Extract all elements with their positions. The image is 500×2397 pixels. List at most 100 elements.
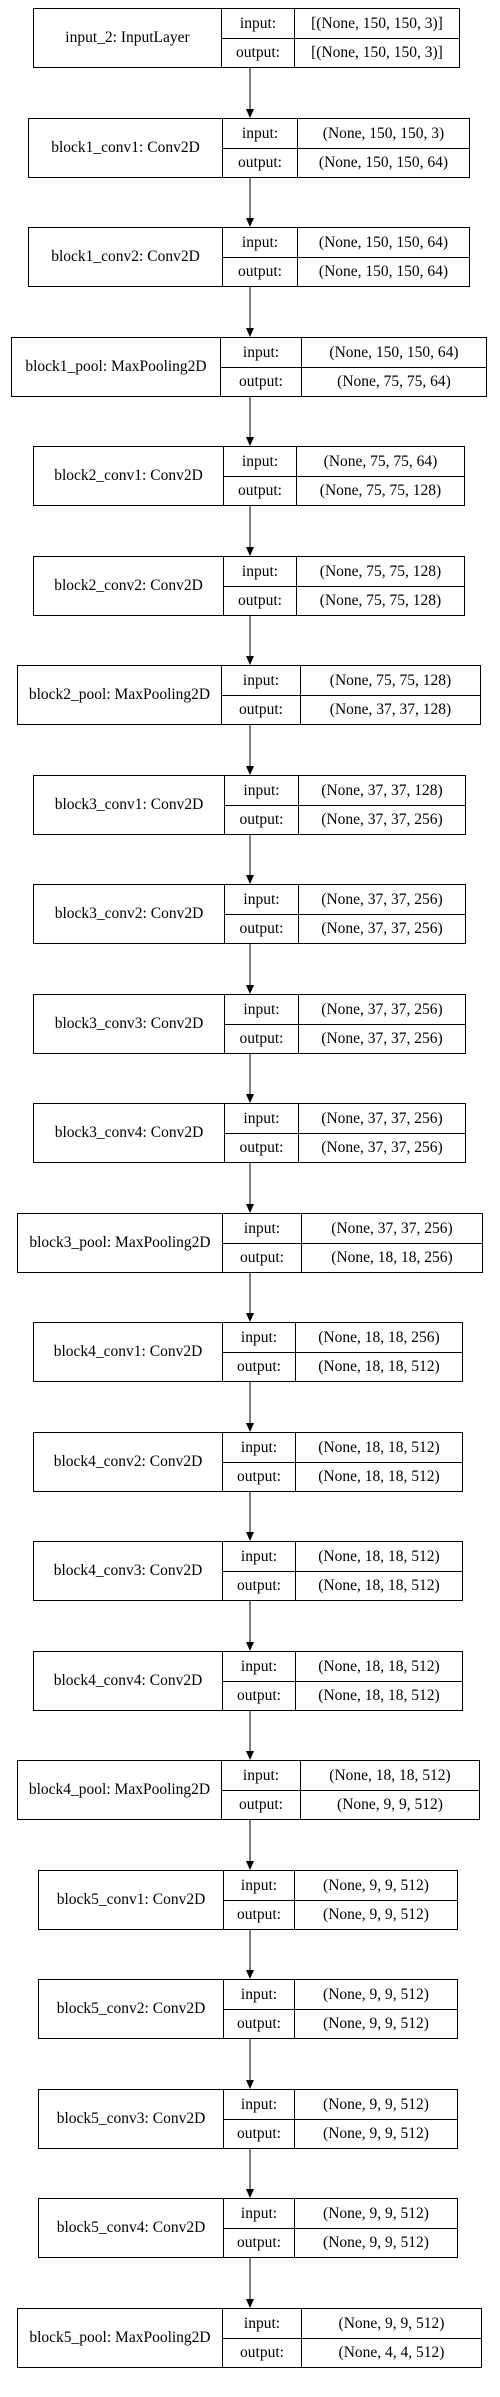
arrow-head-icon bbox=[246, 1423, 254, 1432]
arrow-head-icon bbox=[246, 2299, 254, 2308]
io-values: (None, 37, 37, 256)(None, 37, 37, 256) bbox=[299, 885, 465, 943]
output-shape: (None, 18, 18, 512) bbox=[318, 1687, 440, 1704]
input-shape: [(None, 150, 150, 3)] bbox=[295, 9, 459, 39]
output-label: output: bbox=[238, 154, 282, 171]
io-values: (None, 37, 37, 128)(None, 37, 37, 256) bbox=[299, 776, 465, 834]
layer-name: block3_conv3: Conv2D bbox=[34, 995, 225, 1053]
output-label: output: bbox=[238, 482, 282, 499]
layer-name: block2_conv1: Conv2D bbox=[34, 447, 224, 505]
io-values: (None, 75, 75, 128)(None, 75, 75, 128) bbox=[297, 557, 464, 615]
input-label: input: bbox=[224, 447, 296, 477]
io-values: (None, 9, 9, 512)(None, 9, 9, 512) bbox=[295, 1871, 457, 1929]
layer-name: block4_pool: MaxPooling2D bbox=[18, 1761, 222, 1819]
output-shape: (None, 18, 18, 512) bbox=[318, 1358, 440, 1375]
output-shape: (None, 75, 75, 64) bbox=[337, 373, 451, 390]
input-shape: (None, 18, 18, 512) bbox=[301, 1761, 479, 1791]
layer-name: block3_pool: MaxPooling2D bbox=[18, 1214, 223, 1272]
io-labels: input:output: bbox=[224, 1980, 295, 2038]
io-values: (None, 75, 75, 128)(None, 37, 37, 128) bbox=[301, 666, 480, 724]
input-shape: (None, 9, 9, 512) bbox=[295, 2199, 457, 2229]
layer-name: block4_conv1: Conv2D bbox=[34, 1323, 223, 1381]
input-shape: (None, 18, 18, 512) bbox=[296, 1433, 462, 1463]
io-values: [(None, 150, 150, 3)] [(None, 150, 150, 3… bbox=[295, 9, 459, 67]
layer-name: block1_conv1: Conv2D bbox=[29, 119, 223, 177]
output-shape: (None, 4, 4, 512) bbox=[338, 2344, 445, 2361]
output-shape: (None, 75, 75, 128) bbox=[319, 592, 442, 609]
input-shape: (None, 37, 37, 256) bbox=[299, 995, 465, 1025]
output-shape: (None, 37, 37, 256) bbox=[321, 920, 443, 937]
output-label: output: bbox=[237, 1468, 281, 1485]
output-shape: (None, 18, 18, 512) bbox=[318, 1577, 440, 1594]
arrow-head-icon bbox=[246, 1204, 254, 1213]
output-shape: (None, 18, 18, 256) bbox=[331, 1249, 453, 1266]
output-shape: (None, 37, 37, 256) bbox=[321, 1030, 443, 1047]
output-shape: (None, 9, 9, 512) bbox=[323, 2015, 429, 2032]
input-label: input: bbox=[223, 2309, 301, 2339]
layer-name: block4_conv3: Conv2D bbox=[34, 1542, 223, 1600]
output-label: output: bbox=[237, 1577, 281, 1594]
input-label: input: bbox=[222, 666, 300, 696]
input-label: input: bbox=[223, 1652, 295, 1682]
arrow-head-icon bbox=[246, 2080, 254, 2089]
arrow-head-icon bbox=[246, 1642, 254, 1651]
input-label: input: bbox=[224, 2199, 294, 2229]
arrow-head-icon bbox=[246, 2189, 254, 2198]
output-label: output: bbox=[239, 1139, 284, 1156]
input-shape: (None, 150, 150, 3) bbox=[298, 119, 469, 149]
input-shape: (None, 18, 18, 512) bbox=[296, 1652, 462, 1682]
input-label: input: bbox=[223, 1433, 295, 1463]
input-label: input: bbox=[223, 228, 297, 258]
output-label: output: bbox=[237, 2125, 281, 2142]
input-label: input: bbox=[221, 338, 301, 368]
output-label: output: bbox=[237, 1687, 281, 1704]
input-shape: (None, 150, 150, 64) bbox=[298, 228, 469, 258]
input-label: input: bbox=[223, 1214, 301, 1244]
output-shape: (None, 75, 75, 128) bbox=[319, 482, 442, 499]
input-label: input: bbox=[224, 1871, 294, 1901]
io-labels: input:output: bbox=[225, 1104, 299, 1162]
io-values: (None, 18, 18, 512)(None, 9, 9, 512) bbox=[301, 1761, 479, 1819]
layer-name: block3_conv1: Conv2D bbox=[34, 776, 225, 834]
io-values: (None, 150, 150, 64)(None, 75, 75, 64) bbox=[302, 338, 486, 396]
io-labels: input:output: bbox=[225, 995, 299, 1053]
output-shape: (None, 37, 37, 256) bbox=[321, 1139, 443, 1156]
input-label: input: bbox=[224, 2090, 294, 2120]
io-labels: input:output: bbox=[225, 885, 299, 943]
io-values: (None, 150, 150, 64)(None, 150, 150, 64) bbox=[298, 228, 469, 286]
arrow-head-icon bbox=[246, 1094, 254, 1103]
layer-name: block5_pool: MaxPooling2D bbox=[18, 2309, 223, 2367]
output-label: output: bbox=[239, 1796, 283, 1813]
arrow-head-icon bbox=[246, 218, 254, 227]
output-shape: (None, 9, 9, 512) bbox=[323, 1906, 429, 1923]
output-shape: [(None, 150, 150, 3)] bbox=[311, 44, 443, 61]
io-values: (None, 9, 9, 512)(None, 4, 4, 512) bbox=[302, 2309, 481, 2367]
io-values: (None, 18, 18, 512)(None, 18, 18, 512) bbox=[296, 1542, 462, 1600]
input-label: input: bbox=[222, 9, 294, 39]
layer-name: block2_pool: MaxPooling2D bbox=[18, 666, 222, 724]
io-labels: input:output: bbox=[224, 2199, 295, 2257]
arrow-head-icon bbox=[246, 985, 254, 994]
io-values: (None, 9, 9, 512) (None, 9, 9, 512) bbox=[295, 1980, 457, 2038]
input-shape: (None, 9, 9, 512) bbox=[295, 1980, 457, 2010]
input-label: input: bbox=[225, 885, 298, 915]
output-label: output: bbox=[240, 2344, 284, 2361]
arrow-head-icon bbox=[246, 328, 254, 337]
io-values: (None, 150, 150, 3)(None, 150, 150, 64) bbox=[298, 119, 469, 177]
io-labels: input: output: bbox=[224, 2090, 295, 2148]
